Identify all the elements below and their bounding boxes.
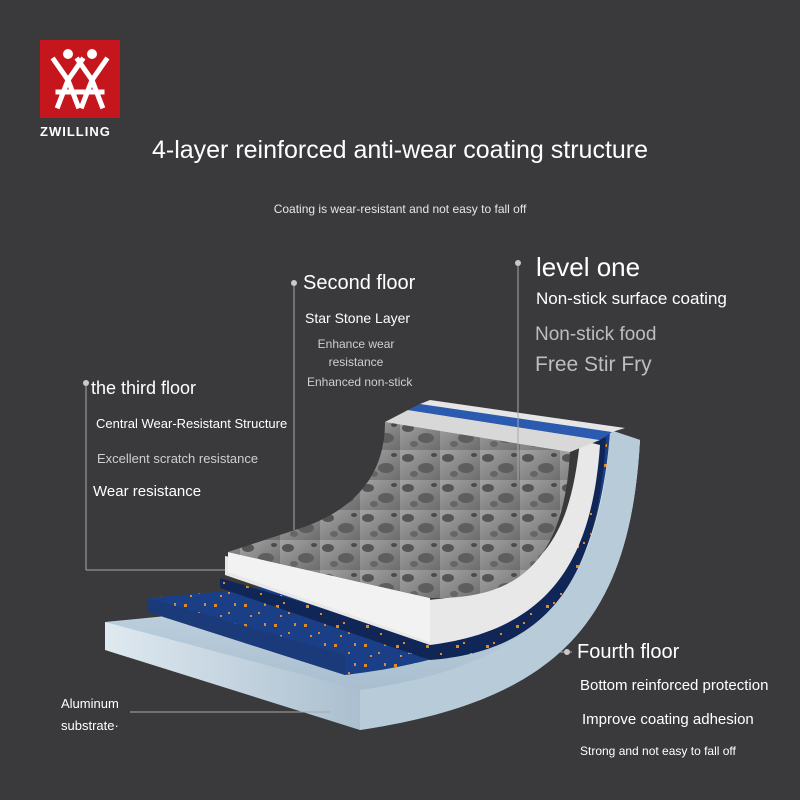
brand-logo xyxy=(40,40,120,118)
twin-figures-logo-icon xyxy=(50,49,110,110)
level-one-benefit-2: Free Stir Fry xyxy=(535,353,652,376)
second-floor-name: Star Stone Layer xyxy=(305,310,411,326)
level-one-benefit-1: Non-stick food xyxy=(535,324,657,345)
second-floor-marker-icon xyxy=(291,280,297,286)
page-subtitle: Coating is wear-resistant and not easy t… xyxy=(273,202,527,216)
third-floor-benefit-1: Excellent scratch resistance xyxy=(97,451,259,466)
third-floor-marker-icon xyxy=(83,380,89,386)
second-floor-benefit-1b: resistance xyxy=(328,355,384,369)
level-one-heading: level one xyxy=(536,252,641,282)
page-title: 4-layer reinforced anti-wear coating str… xyxy=(151,136,649,164)
second-floor-benefit-2: Enhanced non-stick xyxy=(307,375,413,389)
brand-name: ZWILLING xyxy=(40,124,111,139)
fourth-floor-benefit-3: Strong and not easy to fall off xyxy=(580,744,736,758)
second-floor-benefit-1a: Enhance wear xyxy=(317,337,395,351)
third-floor-name: Central Wear-Resistant Structure xyxy=(96,416,288,431)
level-one-name: Non-stick surface coating xyxy=(536,289,727,308)
third-floor-benefit-2: Wear resistance xyxy=(93,483,202,500)
level-one-marker-icon xyxy=(515,260,521,266)
fourth-floor-benefit-1: Bottom reinforced protection xyxy=(580,677,769,694)
second-floor-heading: Second floor xyxy=(303,272,416,294)
substrate-label-line-1: Aluminum xyxy=(61,696,119,711)
substrate-label-line-2: substrate· xyxy=(61,718,119,733)
level-one-surface-layer xyxy=(228,422,570,599)
fourth-floor-benefit-2: Improve coating adhesion xyxy=(582,711,754,728)
third-floor-heading: the third floor xyxy=(91,378,197,398)
fourth-floor-marker-icon xyxy=(564,649,570,655)
fourth-floor-heading: Fourth floor xyxy=(577,641,680,663)
